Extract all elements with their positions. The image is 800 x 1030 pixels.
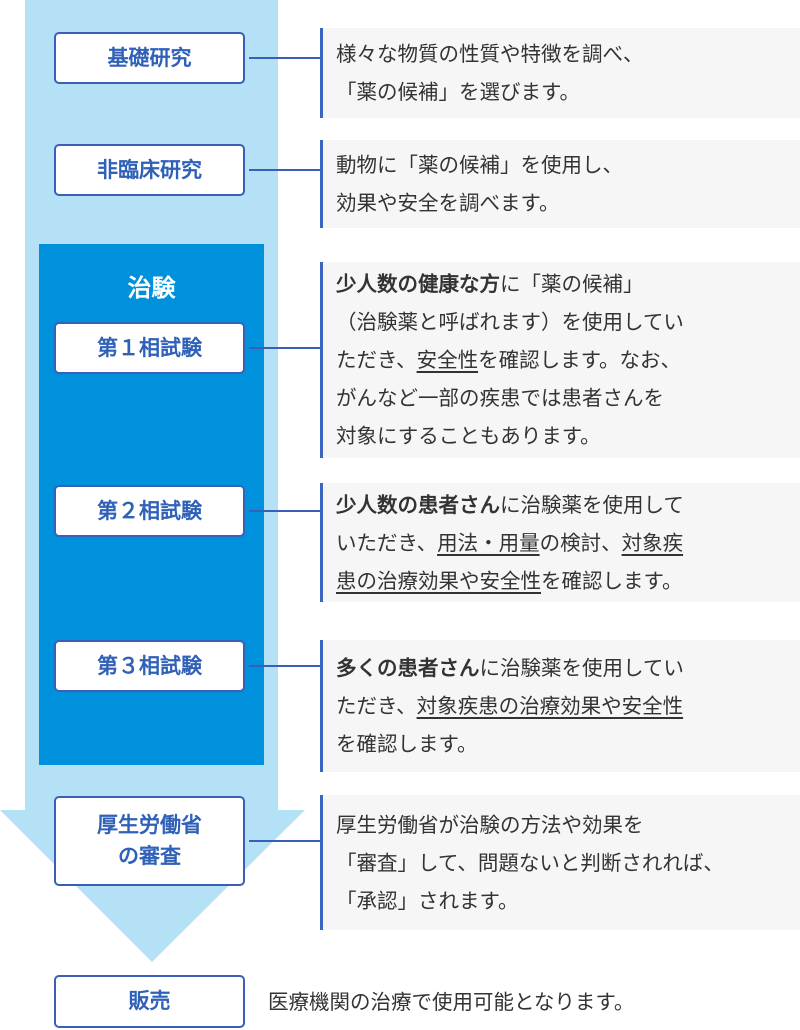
emphasis-text: 少人数の患者さん bbox=[336, 492, 500, 517]
connector-line bbox=[249, 510, 320, 512]
text-segment: がんなど一部の疾患では患者さんを bbox=[336, 386, 664, 410]
description-line: いただき、用法・用量の検討、対象疾 bbox=[336, 524, 800, 562]
underlined-text: 対象疾 bbox=[621, 530, 684, 555]
description-line: 少人数の患者さんに治験薬を使用して bbox=[336, 486, 800, 524]
description-line: ただき、対象疾患の治療効果や安全性 bbox=[336, 687, 800, 725]
description-line: 対象にすることもあります。 bbox=[336, 417, 800, 455]
label-phase2-trial: 第２相試験 bbox=[54, 485, 245, 537]
description-basic-research: 様々な物質の性質や特徴を調べ、「薬の候補」を選びます。 bbox=[320, 28, 800, 118]
description-line: ただき、安全性を確認します。なお、 bbox=[336, 341, 800, 379]
label-basic-research: 基礎研究 bbox=[54, 32, 245, 84]
underlined-text: 対象疾患の治療効果や安全性 bbox=[416, 694, 684, 718]
emphasis-text: 少人数の健康な方 bbox=[336, 272, 500, 296]
connector-line bbox=[249, 840, 320, 842]
description-nonclinical-research: 動物に「薬の候補」を使用し、効果や安全を調べます。 bbox=[320, 140, 800, 228]
underlined-text: 用法・用量 bbox=[437, 530, 540, 555]
description-line: （治験薬と呼ばれます）を使用してい bbox=[336, 303, 800, 341]
description-phase1-trial: 少人数の健康な方に「薬の候補」（治験薬と呼ばれます）を使用していただき、安全性を… bbox=[320, 262, 800, 458]
description-line: を確認します。 bbox=[336, 725, 800, 763]
text-segment: （治験薬と呼ばれます）を使用してい bbox=[336, 310, 684, 334]
text-segment: を確認します。 bbox=[541, 568, 683, 593]
description-line: 厚生労働省が治験の方法や効果を bbox=[336, 806, 800, 844]
text-segment: の検討、 bbox=[539, 530, 622, 555]
description-line: 患の治療効果や安全性を確認します。 bbox=[336, 562, 800, 600]
connector-line bbox=[249, 169, 320, 171]
text-segment: ただき、 bbox=[336, 694, 417, 718]
text-segment: 対象にすることもあります。 bbox=[336, 424, 601, 448]
emphasis-text: 多くの患者さん bbox=[336, 656, 480, 680]
underlined-text: 患の治療効果や安全性 bbox=[336, 568, 541, 593]
label-phase1-trial: 第１相試験 bbox=[54, 322, 245, 374]
connector-line bbox=[249, 347, 320, 349]
label-sales: 販売 bbox=[54, 975, 245, 1028]
description-line: 多くの患者さんに治験薬を使用してい bbox=[336, 649, 800, 687]
description-line: がんなど一部の疾患では患者さんを bbox=[336, 379, 800, 417]
clinical-trial-title: 治験 bbox=[127, 274, 176, 302]
description-line: 動物に「薬の候補」を使用し、 bbox=[336, 146, 800, 184]
description-line: 「承認」されます。 bbox=[336, 882, 800, 920]
description-phase2-trial: 少人数の患者さんに治験薬を使用していただき、用法・用量の検討、対象疾患の治療効果… bbox=[320, 483, 800, 602]
connector-line bbox=[249, 665, 320, 667]
text-segment: 「審査」して、問題ないと判断されれば、 bbox=[336, 850, 724, 875]
description-phase3-trial: 多くの患者さんに治験薬を使用していただき、対象疾患の治療効果や安全性を確認します… bbox=[320, 640, 800, 772]
text-segment: 動物に「薬の候補」を使用し、 bbox=[336, 153, 623, 177]
description-mhlw-review: 厚生労働省が治験の方法や効果を「審査」して、問題ないと判断されれば、「承認」され… bbox=[320, 795, 800, 930]
description-line: 効果や安全を調べます。 bbox=[336, 184, 800, 222]
text-segment: 厚生労働省が治験の方法や効果を bbox=[336, 812, 644, 837]
sales-description: 医療機関の治療で使用可能となります。 bbox=[268, 990, 635, 1014]
label-nonclinical-research: 非臨床研究 bbox=[54, 144, 245, 196]
underlined-text: 安全性 bbox=[416, 348, 479, 372]
description-line: 「薬の候補」を選びます。 bbox=[336, 73, 800, 111]
text-segment: 様々な物質の性質や特徴を調べ、 bbox=[336, 42, 644, 66]
text-segment: いただき、 bbox=[336, 530, 438, 555]
text-segment: を確認します。 bbox=[336, 732, 478, 756]
label-phase3-trial: 第３相試験 bbox=[54, 640, 245, 692]
text-segment: 効果や安全を調べます。 bbox=[336, 191, 560, 215]
label-mhlw-review: 厚生労働省 の審査 bbox=[54, 796, 245, 886]
text-segment: に「薬の候補」 bbox=[500, 272, 644, 296]
text-segment: に治験薬を使用して bbox=[500, 492, 684, 517]
connector-line bbox=[249, 57, 320, 59]
text-segment: ただき、 bbox=[336, 348, 417, 372]
text-segment: に治験薬を使用してい bbox=[479, 656, 684, 680]
text-segment: を確認します。なお、 bbox=[478, 348, 682, 372]
text-segment: 「承認」されます。 bbox=[336, 888, 519, 913]
description-line: 少人数の健康な方に「薬の候補」 bbox=[336, 265, 800, 303]
description-line: 「審査」して、問題ないと判断されれば、 bbox=[336, 844, 800, 882]
text-segment: 「薬の候補」を選びます。 bbox=[336, 80, 580, 104]
description-line: 様々な物質の性質や特徴を調べ、 bbox=[336, 35, 800, 73]
